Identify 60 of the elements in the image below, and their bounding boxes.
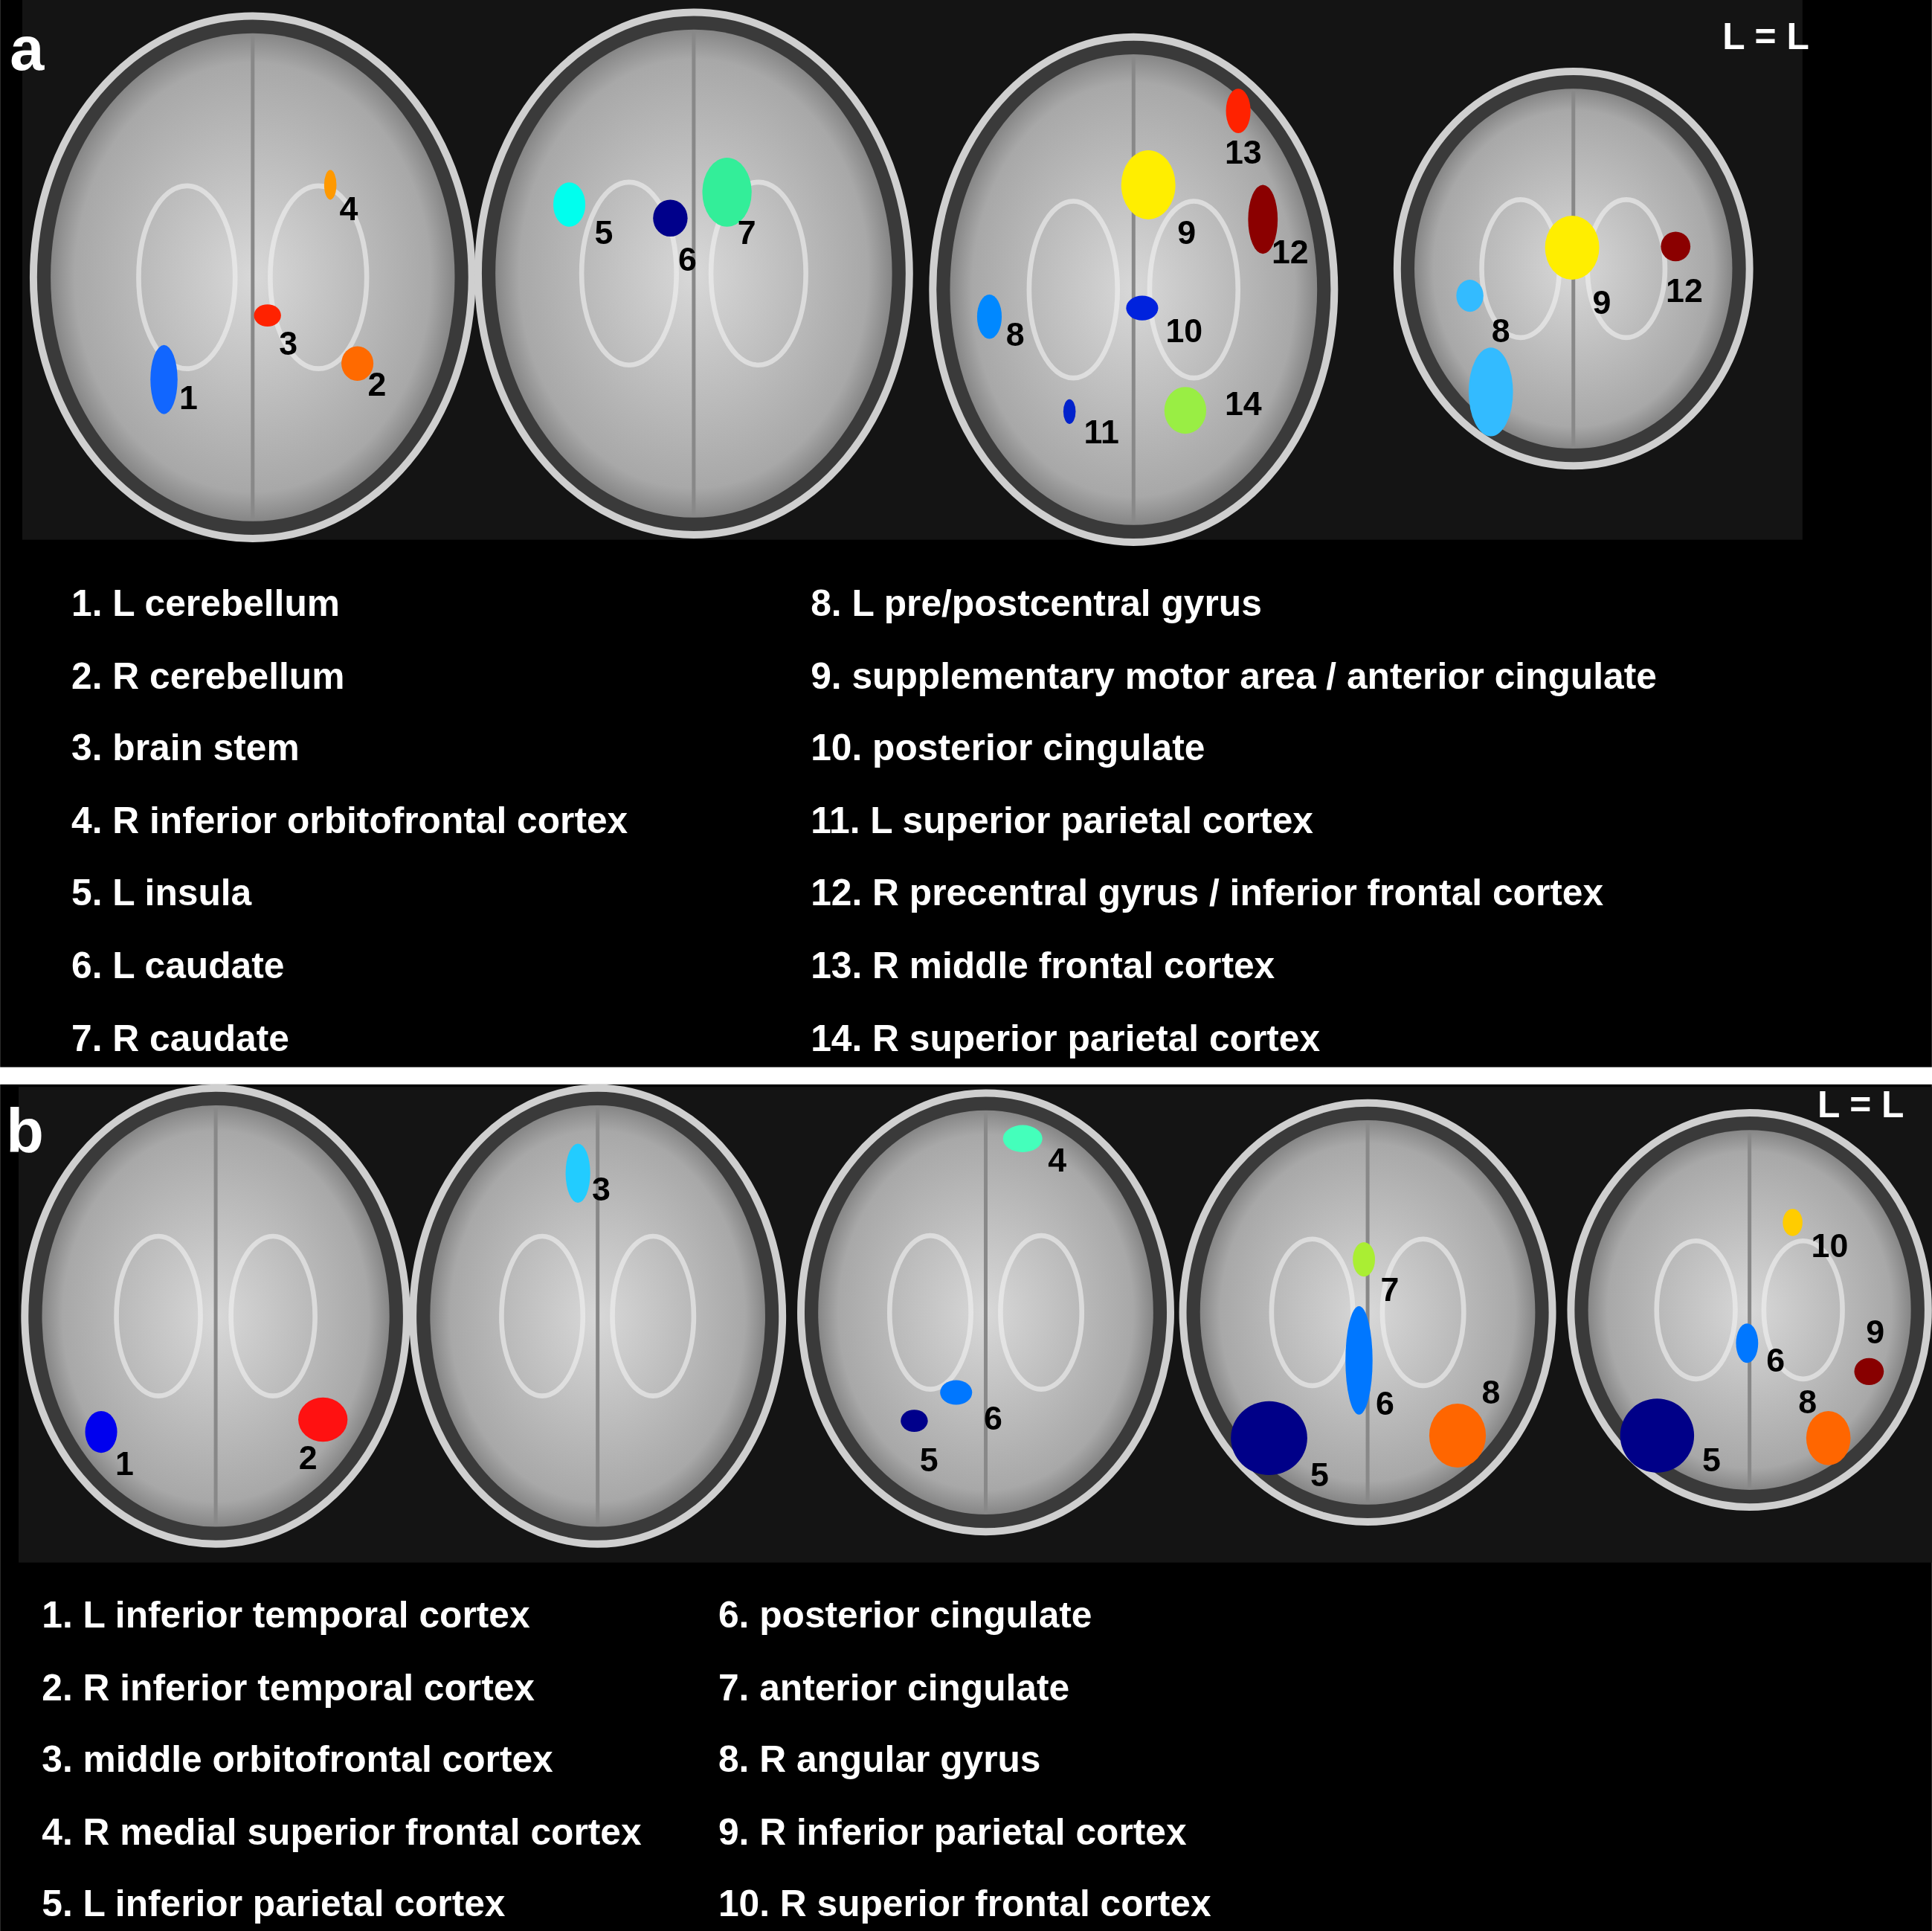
- panel-letter: b: [6, 1100, 44, 1163]
- region-label: 6. L caudate: [71, 948, 285, 985]
- callout-number: 11: [1083, 416, 1119, 449]
- callout-number: 12: [1271, 236, 1309, 269]
- callout-number: 6: [984, 1401, 1002, 1436]
- region-label: 2. R cerebellum: [71, 658, 345, 695]
- region-label: 8. L pre/postcentral gyrus: [811, 585, 1262, 623]
- callout-number: 3: [592, 1172, 611, 1207]
- region-label: 10. posterior cingulate: [811, 729, 1205, 767]
- region-label: 3. brain stem: [71, 729, 300, 767]
- region-label: 6. posterior cingulate: [718, 1597, 1092, 1634]
- orientation-label: L = L: [1722, 18, 1809, 56]
- callout-number: 9: [1866, 1315, 1885, 1349]
- region-label: 13. R middle frontal cortex: [811, 948, 1275, 985]
- region-label: 12. R precentral gyrus / inferior frontal cortex: [811, 875, 1604, 913]
- callout-number: 5: [1310, 1458, 1329, 1492]
- region-label: 11. L superior parietal cortex: [811, 802, 1313, 840]
- callout-number: 6: [1375, 1387, 1394, 1421]
- callout-number: 7: [737, 216, 756, 250]
- callout-number: 13: [1224, 136, 1262, 170]
- callout-number: 1: [179, 381, 198, 415]
- callout-number: 9: [1177, 216, 1196, 250]
- callout-number: 10: [1811, 1229, 1849, 1263]
- region-label: 7. R caudate: [71, 1020, 289, 1058]
- region-label: 8. R angular gyrus: [718, 1741, 1041, 1779]
- callout-number: 3: [279, 327, 298, 361]
- callout-number: 14: [1224, 388, 1262, 421]
- callout-number: 8: [1491, 315, 1510, 349]
- region-label: 4. R inferior orbitofrontal cortex: [71, 802, 628, 840]
- region-label: 1. L cerebellum: [71, 585, 340, 623]
- region-label: 2. R inferior temporal cortex: [42, 1670, 535, 1707]
- panel-letter: a: [10, 18, 45, 80]
- region-label: 3. middle orbitofrontal cortex: [42, 1741, 553, 1779]
- region-label: 4. R medial superior frontal cortex: [42, 1813, 642, 1851]
- region-label: 5. L inferior parietal cortex: [42, 1886, 506, 1923]
- callout-number: 2: [367, 367, 387, 402]
- region-label: 14. R superior parietal cortex: [811, 1020, 1321, 1058]
- callout-number: 4: [1048, 1144, 1067, 1178]
- callout-number: 8: [1798, 1386, 1817, 1419]
- callout-number: 12: [1666, 274, 1703, 308]
- callout-number: 4: [339, 193, 358, 227]
- region-label: 5. L insula: [71, 875, 252, 913]
- callout-number: 5: [1701, 1444, 1721, 1477]
- region-label: 1. L inferior temporal cortex: [42, 1597, 530, 1634]
- region-label: 10. R superior frontal cortex: [718, 1886, 1211, 1923]
- callout-number: 6: [678, 243, 697, 277]
- callout-number: 5: [919, 1444, 938, 1477]
- callout-number: 1: [115, 1448, 134, 1481]
- callout-number: 2: [298, 1441, 318, 1475]
- callout-number: 6: [1766, 1343, 1785, 1378]
- callout-number: 9: [1592, 286, 1611, 320]
- callout-number: 5: [594, 216, 614, 250]
- region-label: 9. R inferior parietal cortex: [718, 1813, 1187, 1851]
- callout-number: 7: [1380, 1273, 1400, 1308]
- callout-number: 8: [1005, 318, 1025, 353]
- orientation-label: L = L: [1817, 1087, 1904, 1125]
- callout-number: 8: [1481, 1375, 1501, 1410]
- region-label: 9. supplementary motor area / anterior cingulate: [811, 658, 1657, 695]
- callout-number: 10: [1165, 315, 1203, 349]
- region-label: 7. anterior cingulate: [718, 1670, 1070, 1707]
